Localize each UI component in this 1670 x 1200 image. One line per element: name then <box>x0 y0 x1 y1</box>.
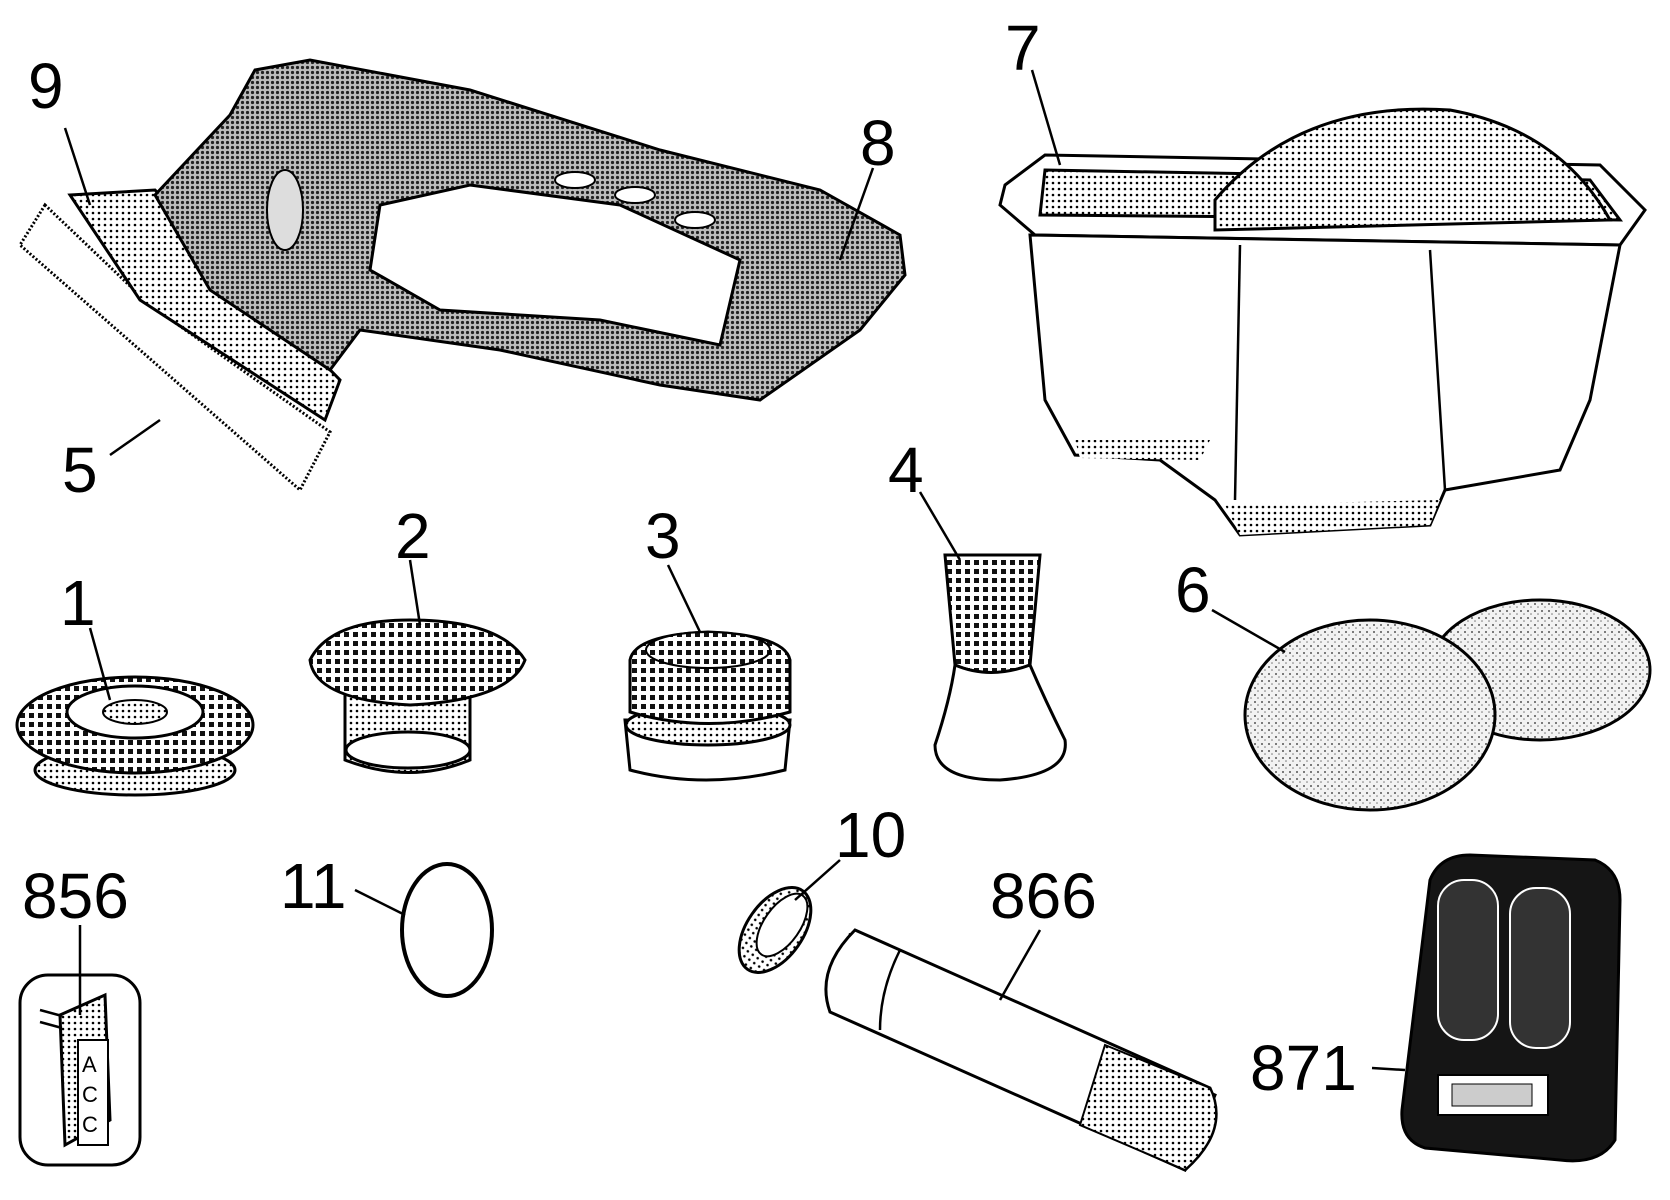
scrubber-grip-mark <box>266 169 304 251</box>
leader-line-5 <box>109 418 161 457</box>
caddy-divider <box>1233 244 1242 501</box>
leader-line-866 <box>998 929 1042 1001</box>
charger-display-inner <box>1451 1083 1533 1107</box>
sponge-pad-front <box>1243 618 1497 812</box>
callout-3: 3 <box>645 500 681 572</box>
manual-card-letter: A <box>82 1052 97 1077</box>
leader-line-1 <box>88 627 112 701</box>
callout-11: 11 <box>280 850 346 922</box>
callout-1: 1 <box>60 567 96 639</box>
leader-line-11 <box>354 888 406 917</box>
scrubber-pad-mount <box>67 188 342 423</box>
brush-2-bristles <box>308 618 527 707</box>
brush-1 <box>15 675 255 797</box>
leader-lines <box>63 69 1406 1072</box>
manual-card-letter: C <box>82 1112 98 1137</box>
manual-card-letter: C <box>82 1082 98 1107</box>
scrubber-tool <box>18 58 907 493</box>
brush-2 <box>308 618 527 774</box>
caddy-divider <box>1428 249 1447 491</box>
charger-slot <box>1437 879 1499 1041</box>
leader-line-3 <box>666 564 702 633</box>
leader-line-4 <box>918 491 962 561</box>
caddy-bottom-shade <box>1075 440 1210 460</box>
caddy-body <box>1028 233 1622 537</box>
manual-card-label <box>77 1039 109 1146</box>
callout-856: 856 <box>22 860 129 932</box>
charger-base <box>1400 853 1622 1163</box>
callout-9: 9 <box>28 50 64 122</box>
manual-card-cord <box>39 1008 63 1030</box>
brush-2-base-ring <box>344 730 472 770</box>
callout-10: 10 <box>835 799 906 871</box>
callout-2: 2 <box>395 500 431 572</box>
battery-cap-inner <box>755 892 809 958</box>
brush-3 <box>623 630 792 782</box>
battery-tube-band <box>878 949 902 1031</box>
callout-5: 5 <box>62 434 98 506</box>
leader-line-7 <box>1030 69 1062 166</box>
brush-4 <box>933 553 1067 782</box>
leader-line-2 <box>408 559 422 626</box>
scrubber-grip-mark <box>554 171 596 189</box>
charger-slot <box>1509 887 1571 1049</box>
brush-4-bristles <box>943 553 1042 674</box>
scrubber-grip-mark <box>674 211 716 229</box>
battery-tube <box>824 928 1218 1173</box>
battery-cap <box>737 886 813 974</box>
callout-4: 4 <box>888 434 924 506</box>
leader-line-9 <box>63 127 92 206</box>
callout-labels: 9 8 7 5 1 2 3 4 6 856 11 10 866 871 <box>22 12 1357 1104</box>
manual-card: A C C <box>18 973 142 1167</box>
caddy-bottom-shade <box>1225 500 1440 535</box>
callout-866: 866 <box>990 860 1097 932</box>
callout-7: 7 <box>1005 12 1041 84</box>
caddy-dome <box>1213 107 1613 232</box>
leader-line-871 <box>1371 1066 1406 1072</box>
callout-6: 6 <box>1175 554 1211 626</box>
callout-8: 8 <box>860 107 896 179</box>
caddy-handle-inner <box>1241 16 1434 175</box>
leader-line-10 <box>794 859 841 901</box>
scrubber-handle-opening <box>368 183 742 347</box>
sponge-pads <box>1243 598 1652 812</box>
leader-line-8 <box>838 167 875 261</box>
brush-4-handle <box>933 662 1067 782</box>
brush-3-top <box>645 631 771 669</box>
scrubber-grip-mark <box>614 186 656 204</box>
storage-caddy <box>998 16 1647 537</box>
leader-line-6 <box>1211 608 1286 654</box>
battery-tube-thread <box>1078 1043 1218 1172</box>
o-ring <box>400 862 494 998</box>
callout-871: 871 <box>1250 1032 1357 1104</box>
brush-1-hole <box>102 699 168 725</box>
